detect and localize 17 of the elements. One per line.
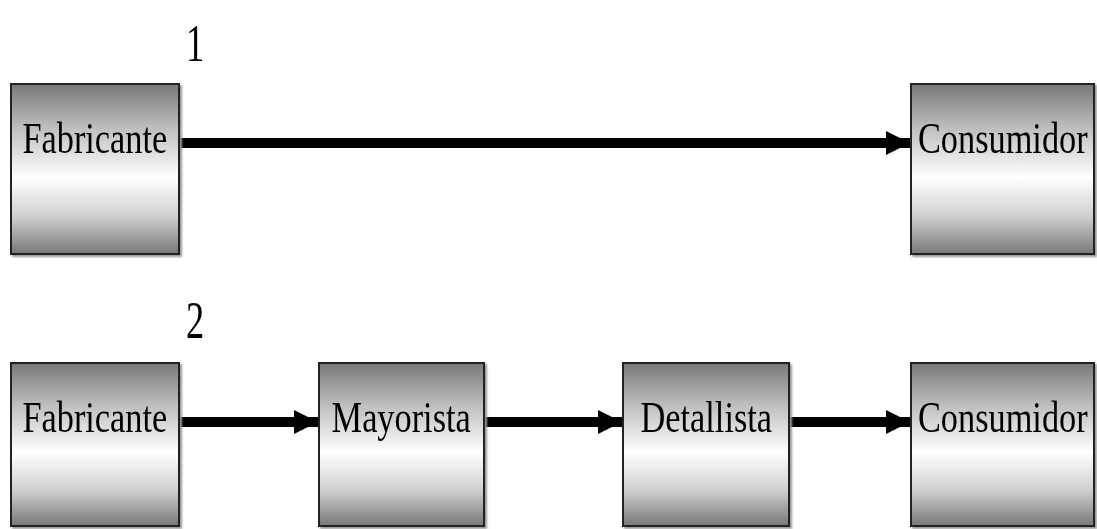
box-label: Consumidor [917,396,1088,440]
box-label: Mayorista [331,396,472,440]
box-label: Consumidor [917,117,1088,161]
box-label: Fabricante [22,117,168,161]
process-box [622,362,790,527]
process-box [10,362,180,527]
row-number: 2 [185,295,205,347]
arrow [485,410,622,434]
process-box [10,83,180,255]
box-label: Detallista [640,396,772,440]
box-label: Fabricante [22,396,168,440]
process-box [318,362,485,527]
arrow [180,410,318,434]
process-box [910,83,1095,255]
process-box [910,362,1095,527]
arrow [180,131,910,155]
row-number: 1 [185,18,205,70]
